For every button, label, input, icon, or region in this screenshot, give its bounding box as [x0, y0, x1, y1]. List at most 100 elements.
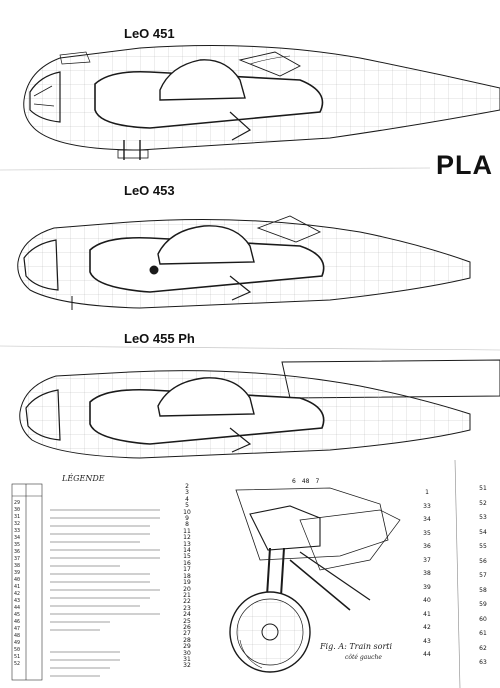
- legend-row: 41: [14, 584, 21, 590]
- callout-number: 57: [479, 572, 487, 579]
- callout-number: 37: [423, 556, 431, 564]
- callouts-left: 2 3 4 5 10 9 8 11 12 13 14 15 16 17 18 1…: [180, 483, 194, 670]
- callout-number: 40: [423, 597, 431, 604]
- plate-heading: PLA: [436, 150, 493, 180]
- legend-table: [11, 483, 160, 681]
- legend-row: 33: [14, 528, 21, 534]
- callout-number: 24: [183, 611, 191, 619]
- callout-number: 31: [183, 655, 191, 663]
- legend-row: 40: [14, 577, 21, 583]
- callout-number: 34: [423, 516, 431, 523]
- callout-number: 5: [185, 502, 189, 510]
- callout-number: 36: [423, 543, 431, 550]
- callout-number: 58: [479, 586, 487, 594]
- legend-row: 52: [14, 661, 21, 667]
- legend-row: 46: [14, 619, 21, 625]
- callout-number: 63: [479, 659, 487, 666]
- callout-number: 6: [292, 478, 296, 485]
- figure-subcaption: côté gauche: [345, 654, 382, 661]
- callout-number: 13: [183, 540, 191, 548]
- callout-number: 9: [185, 515, 189, 523]
- callout-number: 33: [423, 502, 431, 510]
- callout-number: 10: [183, 508, 191, 516]
- callout-number: 25: [183, 617, 191, 625]
- callout-number: 48: [301, 478, 310, 485]
- legend-row: 45: [14, 612, 21, 618]
- legend-row: 39: [14, 570, 21, 576]
- leo-453-side-view: [17, 215, 471, 310]
- title-leo-455-ph: LeO 455 Ph: [124, 331, 195, 346]
- callout-number: 3: [185, 489, 189, 497]
- callout-number: 23: [183, 604, 191, 612]
- callout-number: 20: [183, 585, 191, 593]
- legend-row: 31: [14, 514, 21, 520]
- legend-row: 36: [14, 549, 21, 555]
- landing-gear-drawing: [229, 487, 401, 673]
- callout-number: 14: [183, 547, 191, 555]
- callout-number: 21: [183, 591, 191, 599]
- callout-number: 29: [183, 643, 191, 651]
- legend-row: 42: [14, 591, 21, 597]
- callout-number: 52: [479, 499, 487, 507]
- figure-caption: Fig. A: Train sorti: [320, 642, 393, 651]
- legend-row-numbers: 29 30 31 32 33 34 35 36 37 38 39 40 41 4…: [14, 500, 26, 668]
- callout-number: 39: [423, 583, 431, 591]
- callout-number: 17: [183, 566, 191, 574]
- callout-number: 2: [185, 483, 189, 490]
- legend-row: 37: [14, 556, 21, 562]
- callout-number: 60: [479, 615, 487, 623]
- callout-number: 62: [479, 644, 487, 652]
- callout-number: 44: [423, 651, 431, 658]
- title-leo-451: LeO 451: [124, 26, 175, 41]
- callout-number: 43: [423, 637, 431, 645]
- callout-number: 16: [183, 559, 191, 567]
- callout-number: 11: [183, 527, 191, 535]
- callouts-top: 6 48 7: [292, 478, 319, 485]
- callout-number: 53: [479, 514, 487, 521]
- callout-number: 35: [423, 529, 431, 537]
- callout-number: 41: [423, 610, 431, 618]
- callout-number: 26: [183, 623, 191, 631]
- callout-number: 8: [185, 521, 189, 529]
- legend-row: 43: [14, 598, 21, 604]
- legend-row: 47: [14, 626, 21, 632]
- title-leo-453: LeO 453: [124, 183, 175, 198]
- legend-row: 29: [14, 500, 21, 506]
- callouts-far-right: 51 52 53 54 55 56 57 58 59 60 61 62 63: [476, 482, 490, 671]
- callout-number: 12: [183, 534, 191, 542]
- legend-title: LÉGENDE: [62, 474, 105, 483]
- callout-number: 30: [183, 649, 191, 657]
- legend-row: 44: [14, 605, 21, 611]
- legend-row: 49: [14, 640, 21, 646]
- callout-number: 4: [185, 495, 189, 503]
- callouts-right: 1 33 34 35 36 37 38 39 40 41 42 43 44: [420, 486, 434, 662]
- callout-number: 27: [183, 630, 191, 638]
- callout-number: 18: [183, 572, 191, 580]
- callout-number: 19: [183, 579, 191, 587]
- callout-number: 54: [479, 528, 487, 536]
- legend-row: 35: [14, 542, 21, 548]
- callout-number: 7: [315, 478, 320, 485]
- leo-451-side-view: [23, 45, 500, 160]
- callout-number: 1: [425, 489, 429, 496]
- callout-number: 38: [423, 570, 431, 577]
- callout-number: 55: [479, 543, 487, 550]
- legend-row: 38: [14, 563, 21, 569]
- legend-row: 30: [14, 507, 21, 513]
- callout-number: 61: [479, 630, 487, 637]
- callout-number: 32: [183, 662, 191, 670]
- legend-row: 50: [14, 647, 21, 653]
- callout-number: 59: [479, 601, 487, 608]
- callout-number: 28: [183, 636, 191, 644]
- legend-row: 51: [14, 654, 21, 660]
- legend-row: 32: [14, 521, 21, 527]
- callout-number: 22: [183, 598, 191, 606]
- callout-number: 51: [479, 485, 487, 492]
- leo-455-ph-side-view: [19, 359, 500, 459]
- legend-row: 34: [14, 535, 21, 541]
- legend-row: 48: [14, 633, 21, 639]
- callout-number: 56: [479, 557, 487, 565]
- callout-number: 15: [183, 553, 191, 561]
